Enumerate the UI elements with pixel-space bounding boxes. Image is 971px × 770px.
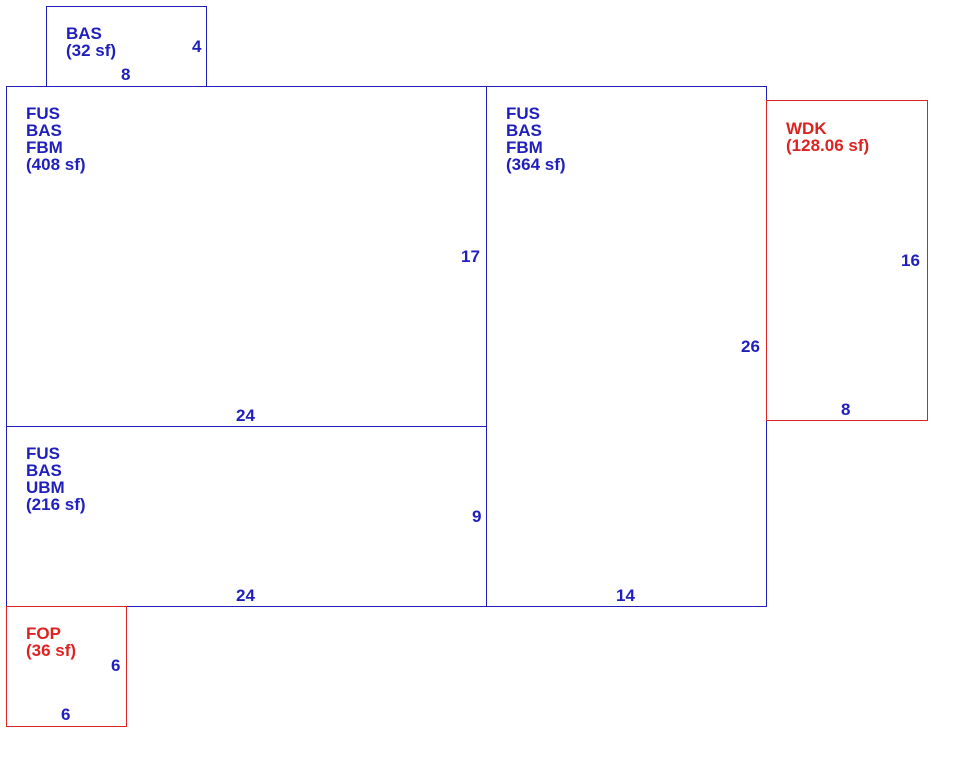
area-code: FOP xyxy=(26,624,61,643)
dimension-bottom: 6 xyxy=(61,705,71,724)
area-size: (128.06 sf) xyxy=(786,136,870,155)
area-size: (216 sf) xyxy=(26,495,86,514)
area-code: BAS xyxy=(26,121,62,140)
dimension-bottom: 14 xyxy=(616,586,635,605)
dimension-bottom: 24 xyxy=(236,406,255,425)
dimension-side: 6 xyxy=(111,656,121,675)
area-main-left-label: FUS BAS FBM (408 sf) xyxy=(26,105,86,173)
dimension-side: 26 xyxy=(741,337,760,356)
area-code: UBM xyxy=(26,478,65,497)
dimension-bottom: 8 xyxy=(121,65,131,84)
area-wdk xyxy=(766,100,928,421)
area-size: (36 sf) xyxy=(26,641,77,660)
area-main-right-label: FUS BAS FBM (364 sf) xyxy=(506,105,566,173)
area-code: WDK xyxy=(786,119,827,138)
area-lower-left xyxy=(6,426,487,607)
area-code: FUS xyxy=(26,444,60,463)
area-size: (408 sf) xyxy=(26,155,86,174)
dimension-side: 4 xyxy=(192,37,202,56)
dimension-side: 16 xyxy=(901,251,920,270)
area-wdk-label: WDK (128.06 sf) xyxy=(786,120,869,154)
area-code: FUS xyxy=(26,104,60,123)
area-bas-top-label: BAS (32 sf) xyxy=(66,25,116,59)
area-lower-left-label: FUS BAS UBM (216 sf) xyxy=(26,445,86,513)
dimension-side: 9 xyxy=(472,507,482,526)
area-code: FBM xyxy=(506,138,543,157)
dimension-side: 17 xyxy=(461,247,480,266)
area-code: BAS xyxy=(66,24,102,43)
area-size: (364 sf) xyxy=(506,155,566,174)
dimension-bottom: 8 xyxy=(841,400,851,419)
area-code: BAS xyxy=(26,461,62,480)
area-size: (32 sf) xyxy=(66,41,117,60)
dimension-bottom: 24 xyxy=(236,586,255,605)
area-code: FBM xyxy=(26,138,63,157)
area-code: FUS xyxy=(506,104,540,123)
area-fop-label: FOP (36 sf) xyxy=(26,625,76,659)
area-code: BAS xyxy=(506,121,542,140)
area-fop xyxy=(6,606,127,727)
